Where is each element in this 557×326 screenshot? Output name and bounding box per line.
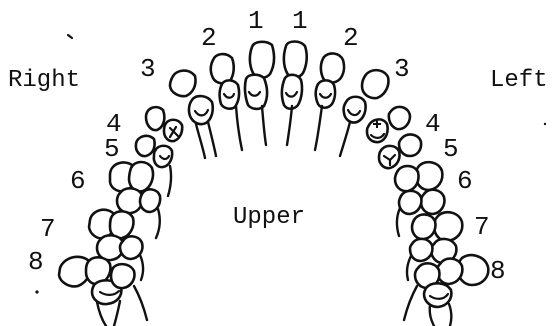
label-upper-arch: Upper (233, 204, 305, 231)
tooth-right-first-premolar (144, 105, 184, 143)
tooth-left-canine (338, 68, 390, 158)
tooth-right-first-molar (108, 160, 162, 240)
tooth-number-left-8: 8 (490, 256, 506, 286)
tooth-number-right-7: 7 (40, 214, 56, 244)
tooth-left-lateral-incisor (313, 52, 346, 152)
tooth-number-right-3: 3 (140, 54, 156, 84)
tooth-number-left-6: 6 (457, 166, 473, 196)
tooth-left-first-molar (393, 160, 446, 238)
tooth-number-left-3: 3 (394, 54, 410, 84)
tooth-number-right-5: 5 (104, 134, 120, 164)
tooth-number-right-6: 6 (70, 166, 86, 196)
label-left-side: Left (490, 67, 548, 94)
tooth-number-left-4: 4 (425, 109, 441, 139)
tooth-right-second-molar (87, 208, 145, 282)
tooth-number-left-1: 1 (292, 6, 308, 36)
tooth-left-first-premolar (365, 105, 412, 144)
tooth-number-left-7: 7 (474, 212, 490, 242)
tooth-number-right-2: 2 (201, 23, 217, 53)
tooth-left-central-incisor (280, 40, 309, 147)
scan-speck (543, 122, 547, 126)
tooth-number-left-5: 5 (443, 134, 459, 164)
tooth-number-right-1: 1 (248, 6, 264, 36)
scan-speck (35, 290, 39, 294)
tooth-left-second-molar (405, 210, 464, 282)
tooth-left-second-premolar (377, 133, 423, 170)
tooth-left-third-molar (402, 254, 490, 326)
tooth-right-canine (168, 69, 218, 160)
tooth-number-right-4: 4 (106, 109, 122, 139)
tooth-right-second-premolar (134, 134, 174, 198)
tooth-right-third-molar (57, 255, 149, 326)
label-right-side: Right (8, 67, 80, 94)
scan-speck (66, 33, 74, 40)
tooth-right-lateral-incisor (209, 52, 244, 152)
tooth-right-central-incisor (243, 40, 276, 147)
tooth-number-right-8: 8 (28, 247, 44, 277)
tooth-number-left-2: 2 (343, 23, 359, 53)
